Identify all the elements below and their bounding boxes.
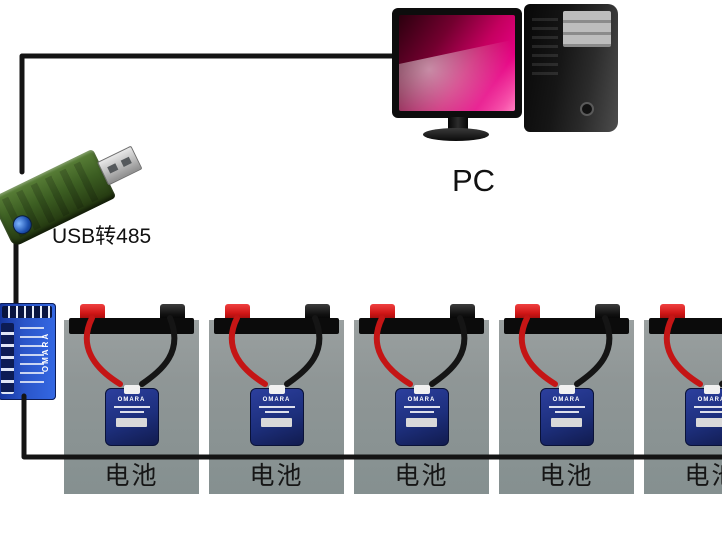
battery-unit: OMARA 电池	[354, 304, 489, 494]
positive-cable	[518, 315, 558, 387]
battery-terminal-bar	[359, 318, 484, 334]
battery-cables	[663, 315, 722, 387]
sensor-brand: OMARA	[552, 397, 581, 403]
pc-monitor	[392, 8, 522, 118]
battery-sensor-module: OMARA	[684, 385, 722, 446]
sensor-text-line	[699, 411, 722, 413]
battery-cables	[518, 315, 613, 387]
sensor-connector	[413, 385, 430, 394]
battery-label: 电池	[249, 462, 304, 490]
negative-cable	[139, 315, 178, 387]
converter-label: USB转485	[52, 225, 152, 248]
module-brand: OMARA	[41, 331, 50, 372]
battery-terminal-bar	[504, 318, 629, 334]
battery-label: 电池	[104, 462, 159, 490]
tower-drive-bays	[563, 11, 611, 47]
module-text-lines	[20, 327, 44, 383]
module-terminal-strip	[1, 323, 14, 394]
sensor-text-line	[693, 406, 722, 408]
sensor-brand: OMARA	[407, 397, 436, 403]
positive-cable	[663, 315, 703, 387]
positive-cable	[373, 315, 413, 387]
sensor-label-tag	[550, 418, 583, 427]
sensor-connector	[703, 385, 720, 394]
tower-vent-slots	[532, 18, 558, 78]
negative-cable	[574, 315, 613, 387]
positive-terminal	[80, 304, 105, 321]
pc-tower	[524, 4, 618, 132]
negative-cable	[284, 315, 323, 387]
sensor-text-line	[554, 411, 579, 413]
positive-terminal	[660, 304, 685, 321]
sensor-connector	[123, 385, 140, 394]
battery-sensor-module: OMARA	[249, 385, 304, 446]
sensor-connector	[558, 385, 575, 394]
sensor-text-line	[403, 406, 440, 408]
positive-cable	[83, 315, 123, 387]
battery-row: OMARA 电池 OMARA 电池	[64, 304, 722, 494]
sensor-text-line	[264, 411, 289, 413]
sensor-label-tag	[695, 418, 722, 427]
tower-power-button	[580, 102, 594, 116]
module-pin-strip	[2, 306, 52, 318]
sensor-connector	[268, 385, 285, 394]
sensor-text-line	[119, 411, 144, 413]
battery-terminal-bar	[69, 318, 194, 334]
monitor-screen	[399, 15, 515, 111]
negative-terminal	[450, 304, 475, 321]
sensor-label-tag	[405, 418, 438, 427]
battery-sensor-module: OMARA	[539, 385, 594, 446]
battery-terminal-bar	[214, 318, 339, 334]
battery-sensor-module: OMARA	[394, 385, 449, 446]
negative-terminal	[595, 304, 620, 321]
din-rail-module: OMARA	[0, 303, 56, 400]
sensor-text-line	[548, 406, 585, 408]
battery-cables	[373, 315, 468, 387]
wire-converter-to-pc	[19, 53, 395, 175]
battery-unit: OMARA 电池	[644, 304, 722, 494]
sensor-label-tag	[115, 418, 148, 427]
monitor-stand-base	[423, 128, 489, 141]
battery-sensor-module: OMARA	[104, 385, 159, 446]
sensor-brand: OMARA	[697, 397, 722, 403]
battery-label: 电池	[394, 462, 449, 490]
battery-cables	[228, 315, 323, 387]
positive-terminal	[515, 304, 540, 321]
positive-terminal	[370, 304, 395, 321]
negative-terminal	[305, 304, 330, 321]
battery-unit: OMARA 电池	[64, 304, 199, 494]
battery-label: 电池	[684, 462, 722, 490]
sensor-text-line	[409, 411, 434, 413]
pc-label: PC	[452, 163, 496, 198]
sensor-text-line	[113, 406, 150, 408]
battery-label: 电池	[539, 462, 594, 490]
sensor-text-line	[258, 406, 295, 408]
positive-cable	[228, 315, 268, 387]
battery-unit: OMARA 电池	[499, 304, 634, 494]
negative-terminal	[160, 304, 185, 321]
battery-cables	[83, 315, 178, 387]
sensor-brand: OMARA	[117, 397, 146, 403]
positive-terminal	[225, 304, 250, 321]
sensor-brand: OMARA	[262, 397, 291, 403]
battery-unit: OMARA 电池	[209, 304, 344, 494]
sensor-label-tag	[260, 418, 293, 427]
negative-cable	[429, 315, 468, 387]
